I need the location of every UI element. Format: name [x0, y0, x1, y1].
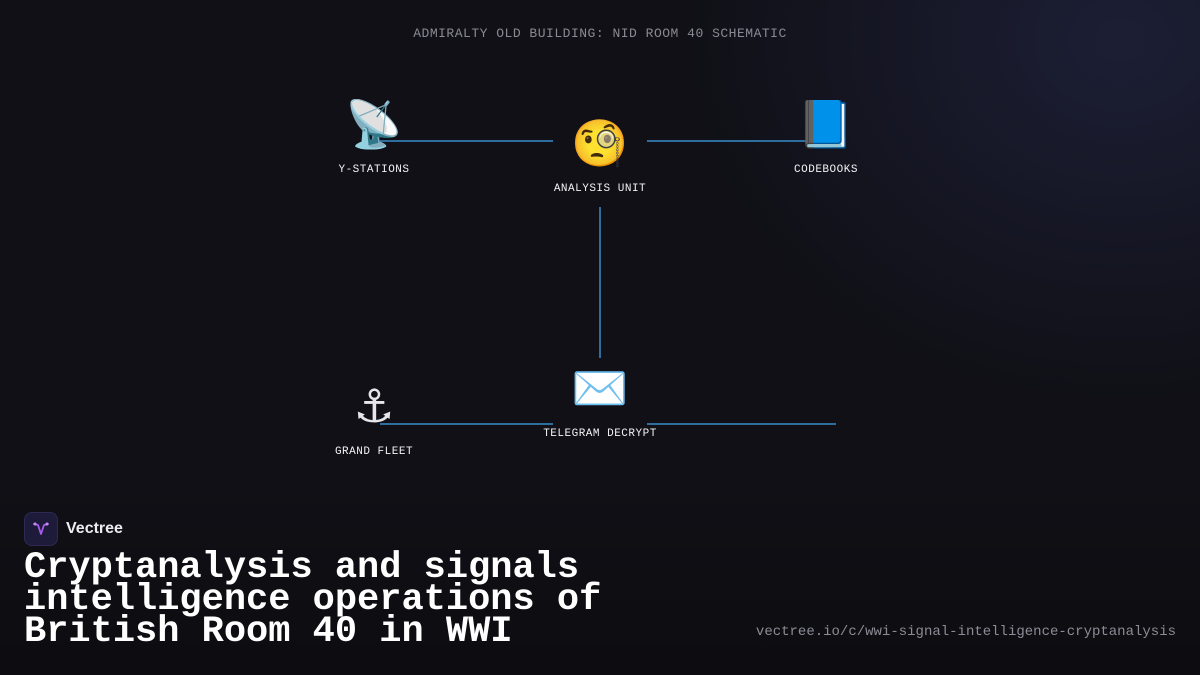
blue-book-icon: 📘 — [797, 97, 855, 151]
vectree-logo-icon — [24, 512, 58, 546]
brand-name: Vectree — [66, 520, 123, 537]
anchor-icon: ⚓ — [353, 379, 395, 433]
vectree-logo-mark — [33, 522, 49, 535]
node-label: TELEGRAM DECRYPT — [543, 428, 657, 440]
node-label: CODEBOOKS — [794, 164, 858, 176]
node-label: ANALYSIS UNIT — [553, 183, 647, 195]
satellite-antenna-icon: 📡 — [345, 97, 403, 151]
face-with-monocle-icon: 🧐 — [571, 116, 629, 170]
node-label: Y-STATIONS — [338, 164, 410, 176]
node-telegram-decrypt: ✉️ TELEGRAM DECRYPT — [520, 360, 680, 440]
node-grand-fleet: ⚓ GRAND FLEET — [294, 378, 454, 458]
brand[interactable]: Vectree — [24, 512, 123, 546]
page-title: Cryptanalysis and signals intelligence o… — [24, 547, 602, 653]
node-y-stations: 📡 Y-STATIONS — [294, 96, 454, 176]
node-codebooks: 📘 CODEBOOKS — [746, 96, 906, 176]
node-analysis-unit: 🧐 ANALYSIS UNIT — [520, 115, 680, 195]
source-url[interactable]: vectree.io/c/wwi-signal-intelligence-cry… — [755, 624, 1176, 640]
schematic-title: ADMIRALTY OLD BUILDING: NID ROOM 40 SCHE… — [413, 26, 787, 41]
node-label: GRAND FLEET — [334, 446, 414, 458]
envelope-icon: ✉️ — [571, 361, 629, 415]
